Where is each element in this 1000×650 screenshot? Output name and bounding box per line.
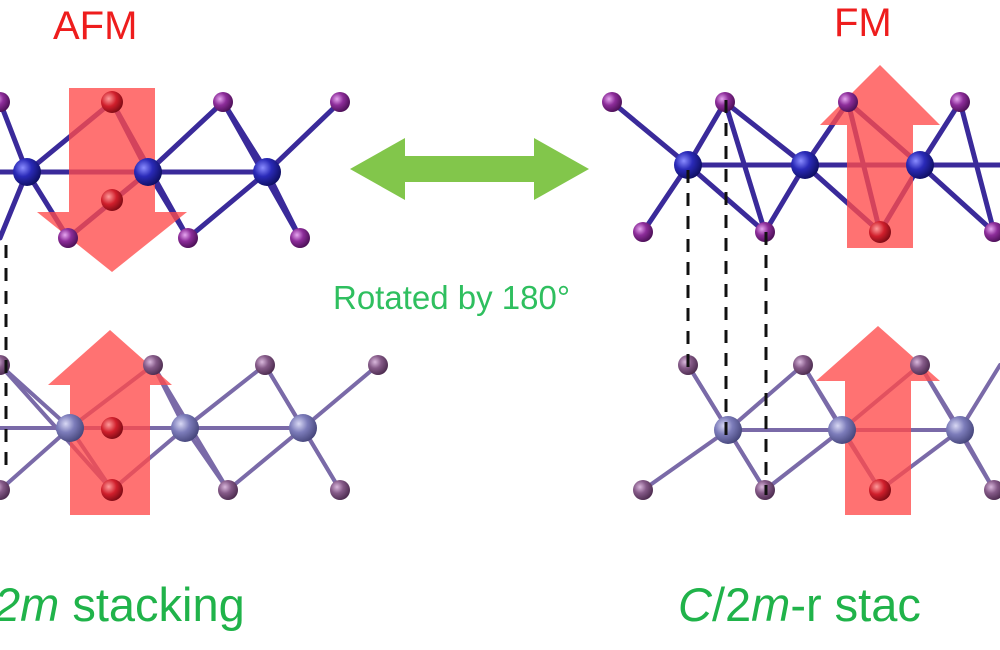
metal-atom xyxy=(171,414,199,442)
red-ligand-atom xyxy=(869,221,891,243)
red-ligand-atom xyxy=(101,189,123,211)
ligand-atom xyxy=(838,92,858,112)
bond xyxy=(722,99,768,235)
caption-text: -r stac xyxy=(790,578,921,631)
metal-atom xyxy=(674,151,702,179)
ligand-atom xyxy=(633,480,653,500)
bond xyxy=(226,426,305,492)
ligand-atom xyxy=(950,92,970,112)
ligand-atom xyxy=(602,92,622,112)
ligand-atom xyxy=(984,480,1000,500)
atom-layer xyxy=(0,91,1000,501)
metal-atom xyxy=(791,151,819,179)
red-ligand-atom xyxy=(869,479,891,501)
ligand-atom xyxy=(143,355,163,375)
bond xyxy=(609,99,691,168)
ligand-atom xyxy=(330,92,350,112)
metal-atom xyxy=(714,416,742,444)
caption-text: stacking xyxy=(59,578,245,631)
bond xyxy=(301,363,380,430)
left-stacking-caption: 2m stacking xyxy=(0,580,245,630)
metal-atom xyxy=(253,158,281,186)
bond xyxy=(145,99,226,175)
ligand-atom xyxy=(633,222,653,242)
metal-atom xyxy=(13,158,41,186)
ligand-atom xyxy=(213,92,233,112)
ligand-atom xyxy=(984,222,1000,242)
ligand-atom xyxy=(218,480,238,500)
ligand-atom xyxy=(178,228,198,248)
bond xyxy=(183,363,267,430)
ligand-atom xyxy=(58,228,78,248)
rotation-label: Rotated by 180° xyxy=(333,279,571,316)
bond xyxy=(917,162,997,235)
metal-atom xyxy=(906,151,934,179)
red-ligand-atom xyxy=(101,479,123,501)
bond xyxy=(264,99,343,175)
metal-atom xyxy=(134,158,162,186)
ligand-atom xyxy=(255,355,275,375)
alignment-dash-layer xyxy=(4,100,768,495)
caption-symmetry-slash: /2 xyxy=(711,578,752,631)
red-ligand-atom xyxy=(101,417,123,439)
spin-down-arrow xyxy=(37,88,187,272)
ligand-atom xyxy=(0,480,10,500)
ligand-atom xyxy=(368,355,388,375)
metal-atom xyxy=(56,414,84,442)
fm-label: FM xyxy=(834,1,892,45)
ligand-atom xyxy=(330,480,350,500)
ligand-atom xyxy=(0,92,10,112)
spin-up-arrow xyxy=(816,326,940,515)
metal-atom xyxy=(828,416,856,444)
ligand-atom xyxy=(910,355,930,375)
metal-atom xyxy=(946,416,974,444)
caption-symmetry: 2m xyxy=(0,578,60,631)
red-ligand-atom xyxy=(101,91,123,113)
metal-atom xyxy=(289,414,317,442)
double-headed-arrow xyxy=(350,138,589,200)
bond xyxy=(641,428,730,492)
caption-symmetry-m: m xyxy=(751,578,791,631)
caption-symmetry-c: C xyxy=(678,578,712,631)
right-stacking-caption: C/2m-r stac xyxy=(678,580,921,630)
bond xyxy=(0,426,72,492)
afm-label: AFM xyxy=(53,4,138,48)
ligand-atom xyxy=(290,228,310,248)
ligand-atom xyxy=(793,355,813,375)
bond xyxy=(763,428,844,492)
bond xyxy=(722,99,808,168)
bond xyxy=(185,169,270,241)
bond xyxy=(957,99,997,235)
